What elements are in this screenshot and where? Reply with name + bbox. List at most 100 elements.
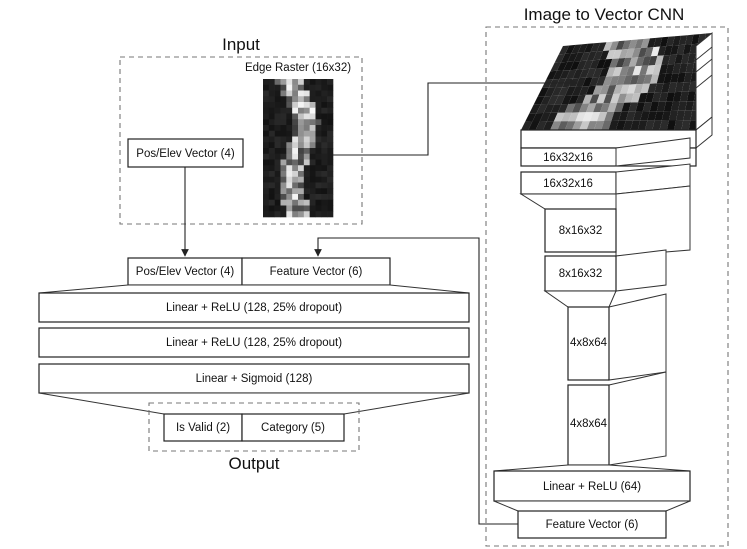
raster-pixel — [315, 188, 322, 195]
raster-3d-pixel — [668, 54, 677, 65]
raster-3d-pixel — [625, 111, 636, 121]
raster-pixel — [315, 130, 322, 137]
raster-pixel — [274, 107, 281, 114]
raster-pixel — [274, 102, 281, 109]
raster-pixel — [274, 125, 281, 132]
raster-3d-pixel — [565, 86, 576, 96]
raster-pixel — [263, 171, 270, 178]
cnn-input-raster-3d — [521, 33, 712, 130]
raster-3d-pixel — [596, 94, 607, 104]
pool2-trapezoid — [543, 290, 617, 308]
raster-pixel — [321, 171, 328, 178]
raster-pixel — [263, 211, 270, 218]
raster-pixel — [263, 194, 270, 201]
raster-3d-pixel — [535, 121, 547, 130]
raster-3d-pixel — [631, 48, 641, 58]
raster-3d-pixel — [665, 64, 675, 74]
raster-pixel — [280, 194, 287, 201]
raster-3d-pixel — [550, 62, 561, 72]
raster-pixel — [280, 90, 287, 97]
raster-3d-pixel — [561, 95, 573, 105]
raster-3d-pixel — [666, 92, 675, 102]
raster-pixel — [263, 113, 270, 120]
raster-pixel — [268, 102, 275, 109]
raster-pixel — [315, 165, 322, 172]
raster-pixel — [298, 90, 305, 97]
raster-pixel — [321, 176, 328, 183]
raster-pixel — [321, 119, 328, 126]
raster-3d-pixel — [539, 112, 551, 122]
raster-3d-pixel — [580, 52, 591, 62]
raster-pixel — [327, 96, 334, 103]
raster-3d-pixel — [639, 65, 649, 76]
raster-3d-pixel — [659, 64, 668, 75]
raster-3d-pixel — [649, 101, 659, 112]
raster-3d-pixel — [670, 45, 679, 55]
raster-3d-pixel — [644, 47, 654, 57]
raster-3d-pixel — [602, 58, 613, 69]
raster-pixel — [321, 113, 328, 120]
raster-pixel — [321, 90, 328, 97]
conv6-block — [567, 384, 610, 466]
raster-pixel — [263, 199, 270, 206]
raster-pixel — [327, 84, 334, 91]
raster-pixel — [274, 153, 281, 160]
edge-raster-image — [263, 79, 334, 218]
raster-3d-pixel — [557, 104, 569, 113]
raster-3d-pixel — [559, 70, 570, 79]
raster-3d-pixel — [589, 59, 600, 69]
raster-pixel — [303, 159, 310, 166]
raster-pixel — [309, 199, 316, 206]
raster-3d-pixel — [652, 120, 662, 130]
raster-3d-pixel — [573, 52, 585, 62]
raster-pixel — [303, 90, 310, 97]
raster-pixel — [286, 165, 293, 172]
raster-3d-pixel — [691, 34, 700, 45]
conv2-label: 16x32x16 — [543, 178, 593, 190]
raster-3d-pixel — [650, 74, 660, 84]
input-title: Input — [222, 35, 260, 54]
raster-3d-pixel — [638, 92, 648, 103]
raster-pixel — [321, 153, 328, 160]
raster-pixel — [274, 176, 281, 183]
raster-pixel — [268, 188, 275, 195]
raster-3d-pixel — [561, 53, 572, 63]
raster-3d-pixel — [641, 56, 651, 66]
raster-pixel — [321, 182, 328, 189]
raster-pixel — [303, 188, 310, 195]
raster-pixel — [303, 84, 310, 91]
raster-3d-pixel — [579, 68, 590, 78]
raster-pixel — [292, 171, 299, 178]
raster-pixel — [309, 176, 316, 183]
raster-3d-pixel — [582, 112, 594, 122]
raster-pixel — [315, 205, 322, 212]
raster-pixel — [292, 194, 299, 201]
raster-pixel — [274, 84, 281, 91]
raster-pixel — [309, 211, 316, 218]
raster-3d-pixel — [567, 52, 578, 62]
raster-pixel — [303, 125, 310, 132]
raster-3d-pixel — [687, 53, 696, 64]
raster-pixel — [327, 125, 334, 132]
raster-pixel — [315, 199, 322, 206]
raster-pixel — [292, 205, 299, 212]
raster-3d-pixel — [627, 84, 637, 94]
raster-pixel — [268, 107, 275, 114]
raster-3d-pixel — [685, 101, 694, 111]
raster-pixel — [280, 130, 287, 137]
raster-3d-pixel — [659, 36, 669, 47]
raster-pixel — [327, 148, 334, 155]
raster-pixel — [263, 90, 270, 97]
raster-3d-pixel — [599, 50, 610, 60]
raster-3d-pixel — [566, 69, 577, 79]
output-group-box — [148, 402, 360, 452]
raster-pixel — [309, 102, 316, 109]
raster-pixel — [292, 79, 299, 86]
raster-3d-pixel — [568, 95, 579, 104]
pos-elev-vector-label: Pos/Elev Vector (4) — [136, 148, 235, 160]
raster-3d-pixel — [568, 112, 579, 122]
linear-relu-layer-1-label: Linear + ReLU (128, 25% dropout) — [166, 302, 342, 314]
cnn-title: Image to Vector CNN — [524, 5, 685, 24]
raster-pixel — [280, 182, 287, 189]
